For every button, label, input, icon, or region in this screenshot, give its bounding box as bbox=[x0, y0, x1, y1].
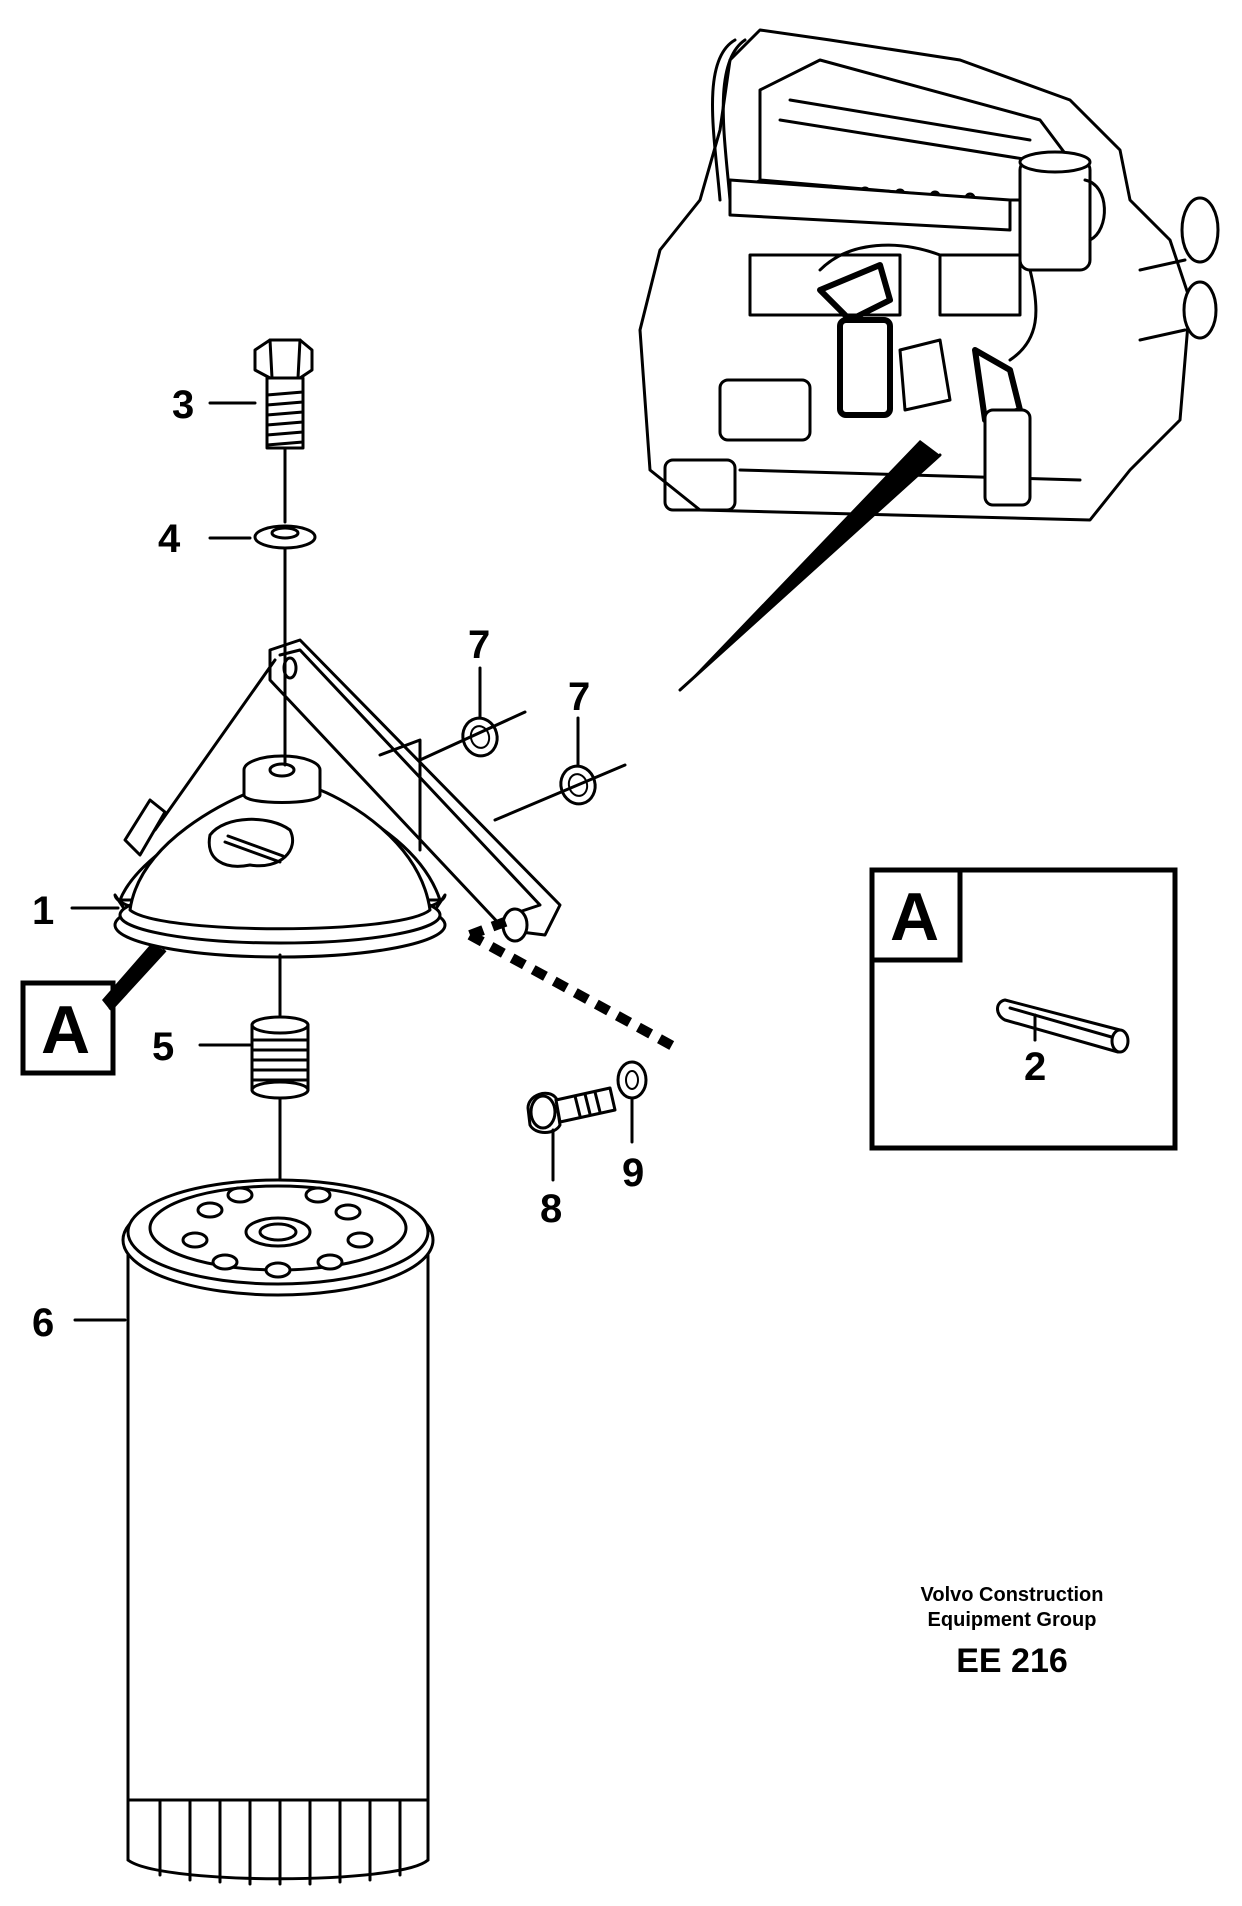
filter-inlet-holes bbox=[181, 1186, 374, 1279]
company-name-line1: Volvo Construction bbox=[921, 1584, 1104, 1606]
detail-a-inset-label: A bbox=[890, 879, 939, 955]
item-4-washer bbox=[253, 524, 317, 550]
item-2-roll-pin bbox=[996, 998, 1130, 1054]
engine-overview-illustration bbox=[638, 28, 1220, 692]
callout-5: 5 bbox=[152, 1025, 174, 1069]
item-6-oil-filter bbox=[121, 1178, 435, 1886]
callout-7-lower: 7 bbox=[568, 675, 590, 719]
filter-head-bracket bbox=[113, 638, 562, 959]
detail-a-inset bbox=[869, 867, 1178, 1151]
item-7-o-rings bbox=[418, 710, 627, 822]
company-name-line2: Equipment Group bbox=[928, 1609, 1097, 1631]
callout-6: 6 bbox=[32, 1301, 54, 1345]
item-8-flange-bolt bbox=[526, 1086, 617, 1134]
callout-8: 8 bbox=[540, 1187, 562, 1231]
callout-4: 4 bbox=[158, 517, 181, 561]
callout-7-upper: 7 bbox=[468, 623, 490, 667]
detail-a-reference bbox=[20, 945, 167, 1076]
drawing-code: EE 216 bbox=[956, 1642, 1068, 1680]
callout-1: 1 bbox=[32, 889, 54, 933]
callout-3: 3 bbox=[172, 383, 194, 427]
detail-a-label: A bbox=[41, 992, 90, 1068]
item-3-bolt bbox=[253, 338, 314, 450]
callout-2: 2 bbox=[1024, 1045, 1046, 1089]
leader-lines bbox=[70, 401, 1037, 1322]
item-9-washer bbox=[616, 1060, 648, 1100]
item-5-nipple bbox=[250, 1015, 310, 1100]
callout-9: 9 bbox=[622, 1151, 644, 1195]
